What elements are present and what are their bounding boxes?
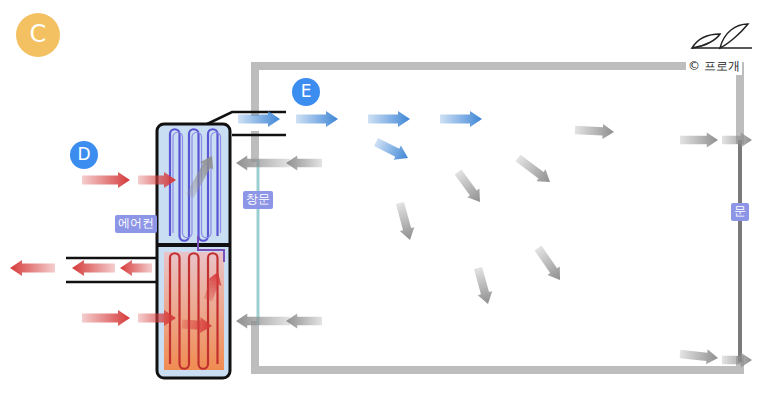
exhaust-duct xyxy=(66,258,157,282)
blue-air-arrow xyxy=(440,111,482,127)
gray-air-arrow xyxy=(236,156,290,171)
watermark: © 프로개 xyxy=(686,58,742,75)
gray-air-arrow xyxy=(393,201,417,242)
gray-air-arrow xyxy=(722,133,752,148)
gray-air-arrow xyxy=(183,152,218,199)
blue-air-arrow xyxy=(368,111,410,127)
step-badge: D xyxy=(70,141,98,169)
gray-air-arrow xyxy=(679,347,719,366)
label-text: C xyxy=(30,21,47,49)
label-text: 창문 xyxy=(246,193,270,207)
room-wall xyxy=(255,66,740,370)
label-text: D xyxy=(77,145,90,165)
window-line xyxy=(257,160,260,325)
red-air-arrow xyxy=(138,310,176,326)
red-air-arrow xyxy=(72,260,115,276)
step-badge: C xyxy=(16,13,60,57)
gray-air-arrow xyxy=(514,152,555,188)
gray-air-arrow xyxy=(532,244,566,284)
red-air-arrow xyxy=(138,172,176,188)
blue-air-arrow xyxy=(296,111,338,127)
part-label: 창문 xyxy=(243,191,273,209)
part-label: 문 xyxy=(731,203,749,221)
gray-air-arrow xyxy=(575,123,615,140)
red-air-arrow xyxy=(181,316,212,334)
gray-air-arrow xyxy=(452,168,486,207)
red-air-arrow xyxy=(10,260,55,276)
part-label: 에어컨 xyxy=(115,215,157,233)
gray-air-arrow xyxy=(286,314,322,329)
gray-air-arrow xyxy=(286,156,322,171)
condenser-coil xyxy=(170,253,218,369)
air-conditioner xyxy=(157,124,230,378)
refrigerant-pipe xyxy=(198,236,224,262)
gray-air-arrow xyxy=(722,353,752,368)
red-air-arrow xyxy=(200,269,225,302)
blue-air-arrow xyxy=(238,111,280,127)
red-air-arrow xyxy=(82,310,130,326)
gray-air-arrow xyxy=(680,133,718,148)
blue-air-arrow xyxy=(372,135,411,165)
gray-air-arrow xyxy=(236,314,290,329)
label-text: 에어컨 xyxy=(118,217,154,231)
gray-air-arrow xyxy=(471,266,495,306)
leaf-icon xyxy=(692,24,752,48)
step-badge: E xyxy=(292,78,320,106)
label-text: E xyxy=(301,82,312,102)
label-text: 문 xyxy=(734,205,746,219)
red-air-arrow xyxy=(120,260,152,276)
door-line xyxy=(738,140,742,362)
red-air-arrow xyxy=(82,172,130,188)
